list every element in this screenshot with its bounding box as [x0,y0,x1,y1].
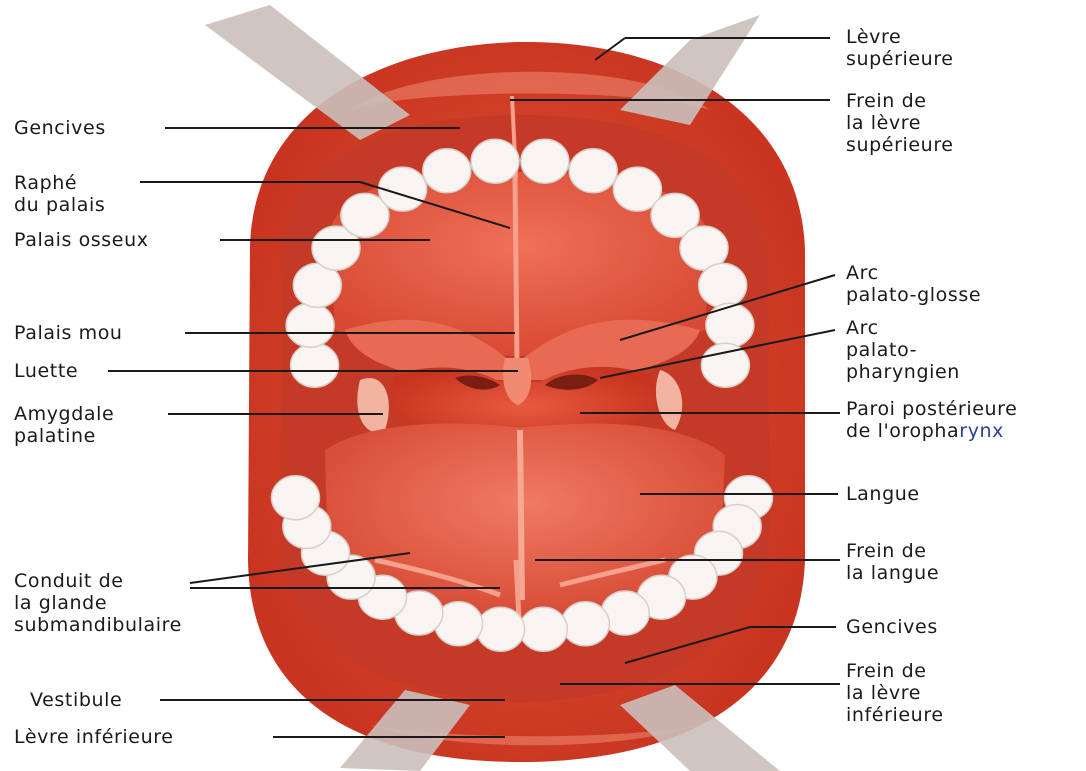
label-palais-osseux: Palais osseux [14,229,149,251]
upper-tooth [471,139,519,183]
upper-tooth [706,303,754,347]
label-frein-levre-inferieure: Frein de la lèvre inférieure [846,660,944,726]
upper-tooth [291,343,339,387]
lower-tooth [272,476,320,520]
palatine-raphe [515,175,517,365]
label-raphe: Raphé du palais [14,172,105,216]
upper-tooth [423,149,471,193]
label-paroi: Paroi postérieure de l'oropharynx [846,398,1017,442]
label-frein-langue: Frein de la langue [846,540,939,584]
label-arc-palato-pharyngien: Arc palato- pharyngien [846,317,960,383]
label-gencives-bas: Gencives [846,616,938,638]
label-levre-superieure: Lèvre supérieure [846,26,954,70]
label-levre-inferieure: Lèvre inférieure [14,726,174,748]
label-paroi-accent: rynx [959,420,1004,442]
upper-tooth [286,303,334,347]
label-luette: Luette [14,360,78,382]
lower-tooth [477,607,525,651]
upper-tooth [569,149,617,193]
label-frein-levre-superieure: Frein de la lèvre supérieure [846,90,954,156]
lower-tooth [519,607,567,651]
label-arc-palato-glosse: Arc palato-glosse [846,262,981,306]
tongue-groove [520,430,522,600]
label-langue: Langue [846,483,920,505]
upper-tooth [521,139,569,183]
label-vestibule: Vestibule [30,689,122,711]
upper-tooth [699,263,747,307]
label-conduit: Conduit de la glande submandibulaire [14,570,182,636]
label-gencives-haut: Gencives [14,117,106,139]
label-amygdale: Amygdale palatine [14,403,114,447]
lower-tooth [561,602,609,646]
label-palais-mou: Palais mou [14,322,123,344]
